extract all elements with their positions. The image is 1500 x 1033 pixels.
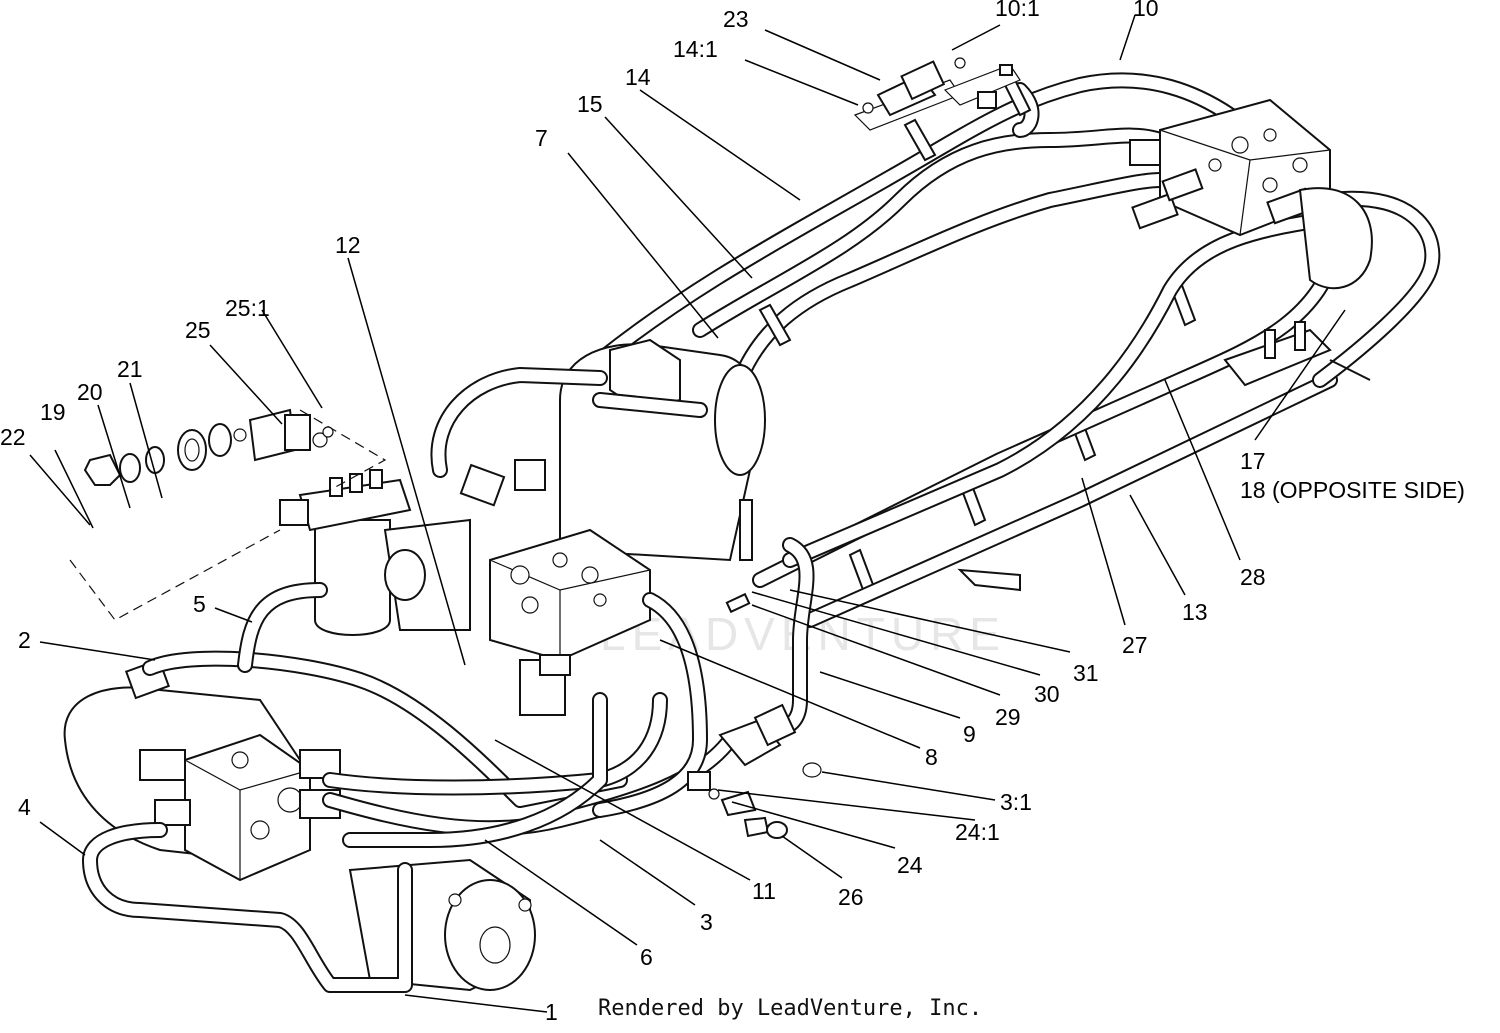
small-fittings (687, 592, 822, 839)
callout-3-1: 3:1 (1000, 789, 1032, 815)
callout-22: 22 (0, 424, 26, 450)
right-bracket (1223, 321, 1371, 387)
callout-19: 19 (40, 399, 66, 425)
front-valve-block (63, 658, 341, 882)
center-valve-block (489, 528, 651, 716)
callout-29: 29 (995, 704, 1021, 730)
upper-hose-bundle (592, 72, 1238, 388)
callout-7: 7 (535, 125, 548, 151)
callout-18: 18 (OPPOSITE SIDE) (1240, 477, 1465, 503)
callout-24-1: 24:1 (955, 819, 1000, 845)
callout-20: 20 (77, 379, 103, 405)
callout-25: 25 (185, 317, 211, 343)
assembly-drawing (63, 57, 1441, 993)
rear-valve-block (1129, 98, 1373, 290)
callout-6: 6 (640, 944, 653, 970)
callout-11: 11 (752, 878, 776, 904)
callout-23: 23 (723, 6, 749, 32)
callout-5: 5 (193, 591, 206, 617)
callout-28: 28 (1240, 564, 1266, 590)
callout-2: 2 (18, 627, 31, 653)
callout-8: 8 (925, 744, 938, 770)
callout-26: 26 (838, 884, 864, 910)
callout-labels: 1 2 3 3:1 4 5 6 7 8 9 10 10:1 11 12 13 1… (0, 0, 1465, 1025)
callout-21: 21 (117, 356, 143, 382)
callout-31: 31 (1073, 660, 1099, 686)
callout-25-1: 25:1 (225, 295, 270, 321)
callout-14: 14 (625, 64, 651, 90)
callout-4: 4 (18, 794, 31, 820)
callout-24: 24 (897, 852, 923, 878)
leader-lines (29, 14, 1346, 1013)
top-fittings (853, 57, 1021, 131)
exploded-fittings (69, 408, 387, 621)
callout-10-1: 10:1 (995, 0, 1040, 21)
filter-housing (279, 469, 471, 636)
callout-14-1: 14:1 (673, 36, 718, 62)
callout-3: 3 (700, 909, 713, 935)
callout-13: 13 (1182, 599, 1208, 625)
callout-27: 27 (1122, 632, 1148, 658)
render-credit: Rendered by LeadVenture, Inc. (598, 996, 983, 1021)
front-motor (348, 858, 536, 992)
callout-1: 1 (545, 999, 558, 1025)
callout-12: 12 (335, 232, 361, 258)
callout-10: 10 (1133, 0, 1159, 21)
callout-15: 15 (577, 91, 603, 117)
callout-17: 17 (1240, 448, 1266, 474)
callout-9: 9 (963, 721, 976, 747)
callout-30: 30 (1034, 681, 1060, 707)
central-pump (430, 338, 766, 562)
